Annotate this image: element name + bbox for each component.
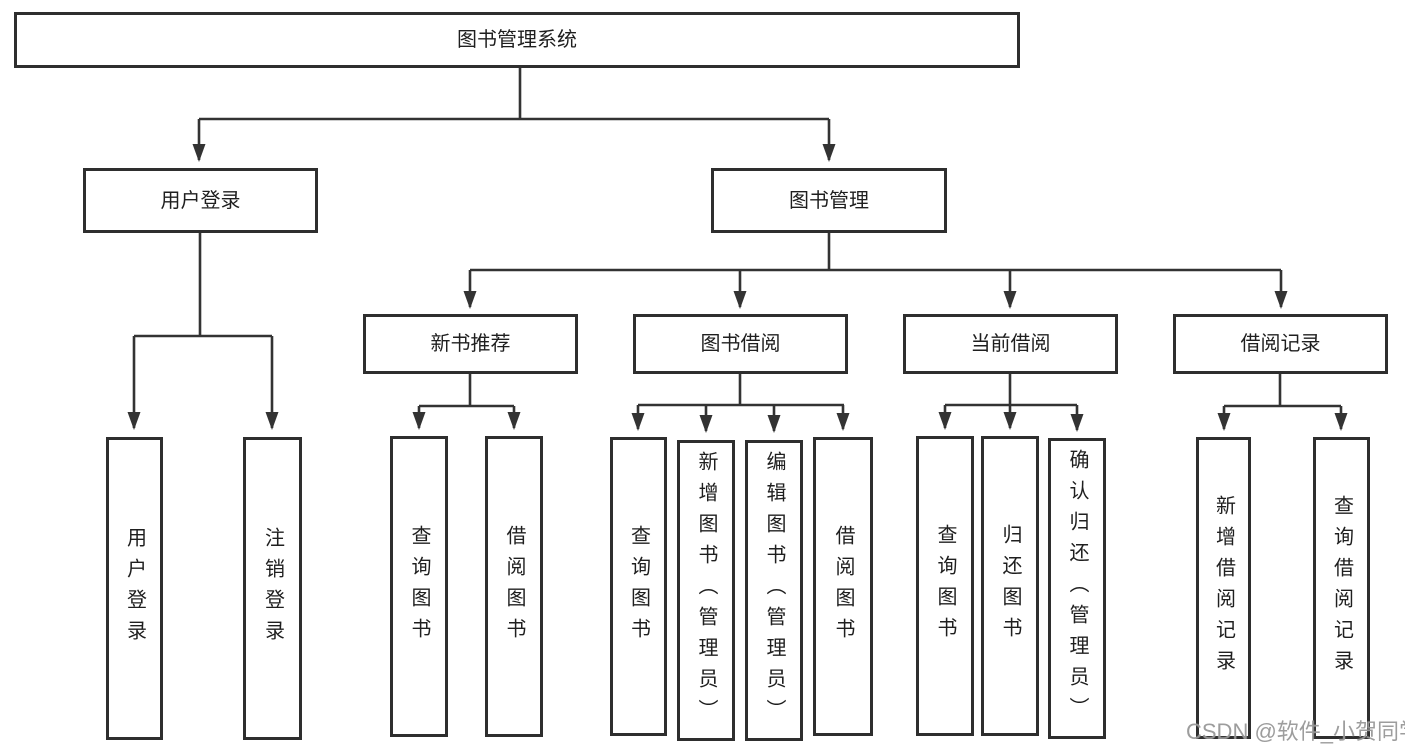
watermark: CSDN @软件_小贺同学 [1186, 719, 1405, 744]
leaf-nb-borrow-books-label: 借阅图书 [503, 524, 525, 649]
node-book-mgmt: 图书管理 [711, 168, 947, 233]
node-book-borrow-label: 图书借阅 [700, 333, 781, 355]
leaf-nb-borrow-books: 借阅图书 [485, 436, 543, 737]
node-borrow-records-label: 借阅记录 [1240, 333, 1321, 355]
leaf-cb-return-books: 归还图书 [981, 436, 1039, 736]
leaf-bb-edit-books-admin: 编辑图书（管理员） [745, 440, 803, 741]
leaf-login-label: 用户登录 [123, 526, 146, 651]
node-root: 图书管理系统 [14, 12, 1020, 68]
leaf-cb-return-books-label: 归还图书 [999, 524, 1021, 648]
node-user-login: 用户登录 [83, 168, 318, 233]
leaf-br-add-record: 新增借阅记录 [1196, 437, 1251, 739]
node-book-borrow: 图书借阅 [633, 314, 848, 374]
leaf-bb-borrow-books: 借阅图书 [813, 437, 873, 736]
node-current-borrow: 当前借阅 [903, 314, 1118, 374]
leaf-login: 用户登录 [106, 437, 163, 740]
leaf-logout-label: 注销登录 [261, 526, 284, 651]
node-user-login-label: 用户登录 [160, 189, 241, 212]
leaf-br-add-record-label: 新增借阅记录 [1212, 495, 1235, 681]
leaf-bb-query-books: 查询图书 [610, 437, 667, 736]
leaf-bb-add-books-admin-label: 新增图书（管理员） [695, 451, 717, 730]
node-root-label: 图书管理系统 [457, 29, 577, 51]
leaf-cb-confirm-return-admin-label: 确认归还（管理员） [1066, 449, 1088, 728]
leaf-cb-query-books: 查询图书 [916, 436, 974, 736]
node-borrow-records: 借阅记录 [1173, 314, 1388, 374]
leaf-br-query-record: 查询借阅记录 [1313, 437, 1370, 739]
leaf-bb-query-books-label: 查询图书 [627, 524, 650, 649]
node-new-books-label: 新书推荐 [430, 333, 511, 355]
leaf-bb-add-books-admin: 新增图书（管理员） [677, 440, 735, 741]
leaf-bb-edit-books-admin-label: 编辑图书（管理员） [763, 451, 785, 730]
leaf-bb-borrow-books-label: 借阅图书 [832, 524, 854, 649]
leaf-logout: 注销登录 [243, 437, 302, 740]
leaf-cb-query-books-label: 查询图书 [934, 524, 956, 648]
node-book-mgmt-label: 图书管理 [789, 189, 869, 212]
leaf-br-query-record-label: 查询借阅记录 [1330, 495, 1353, 681]
node-new-books: 新书推荐 [363, 314, 578, 374]
leaf-nb-query-books-label: 查询图书 [408, 524, 430, 649]
leaf-nb-query-books: 查询图书 [390, 436, 448, 737]
leaf-cb-confirm-return-admin: 确认归还（管理员） [1048, 438, 1106, 739]
node-current-borrow-label: 当前借阅 [970, 333, 1051, 355]
